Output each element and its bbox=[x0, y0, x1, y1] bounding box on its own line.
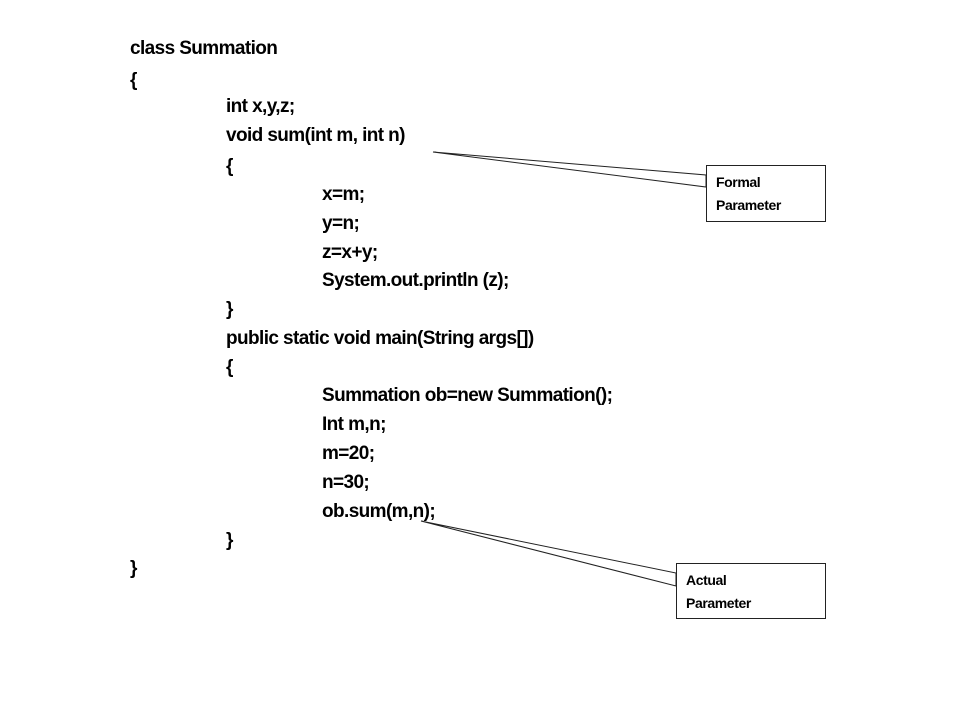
callout-label: Parameter bbox=[716, 197, 781, 213]
code-line: public static void main(String args[]) bbox=[226, 328, 534, 349]
code-line: z=x+y; bbox=[322, 242, 378, 263]
code-line: { bbox=[130, 70, 137, 91]
code-line: void sum(int m, int n) bbox=[226, 125, 406, 146]
code-line: Summation ob=new Summation(); bbox=[322, 385, 613, 406]
callout-label: Parameter bbox=[686, 595, 751, 611]
code-line: n=30; bbox=[322, 472, 370, 493]
actual-parameter-callout: Actual Parameter bbox=[676, 563, 826, 619]
code-line: int x,y,z; bbox=[226, 96, 295, 117]
code-line: Int m,n; bbox=[322, 414, 386, 435]
code-line: ob.sum(m,n); bbox=[322, 501, 436, 522]
callout-label: Actual bbox=[686, 572, 727, 588]
code-line: x=m; bbox=[322, 184, 365, 205]
code-line: y=n; bbox=[322, 213, 360, 234]
code-line: class Summation bbox=[130, 38, 278, 59]
code-line: } bbox=[226, 530, 233, 551]
formal-parameter-callout: Formal Parameter bbox=[706, 165, 826, 222]
callout-label: Formal bbox=[716, 174, 761, 190]
code-line: m=20; bbox=[322, 443, 375, 464]
code-line: System.out.println (z); bbox=[322, 270, 509, 291]
code-line: } bbox=[226, 299, 233, 320]
code-line: { bbox=[226, 357, 233, 378]
code-line: { bbox=[226, 156, 233, 177]
code-line: } bbox=[130, 558, 137, 579]
